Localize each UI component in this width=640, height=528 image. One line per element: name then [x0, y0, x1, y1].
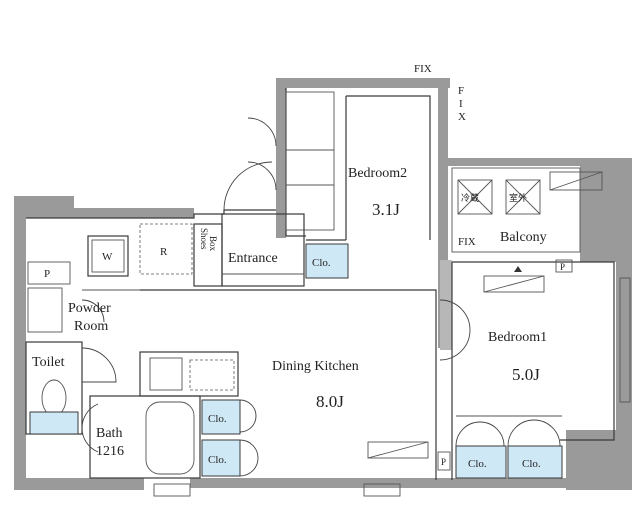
dining-kitchen-size: 8.0J: [316, 392, 344, 411]
toilet-sink: [29, 411, 79, 435]
pipe-label-bedroom1: P: [560, 262, 565, 272]
shoes-box-label-1: Shoes: [199, 228, 209, 250]
refrigerator-label: R: [160, 246, 168, 258]
closet-bedroom1-right: [507, 445, 563, 479]
closet-dining-2: [201, 439, 241, 477]
ac-unit-right-label: 室外: [509, 192, 527, 203]
closet-bedroom2: [305, 243, 349, 279]
washer-label: W: [102, 251, 113, 263]
dining-kitchen-name: Dining Kitchen: [272, 359, 359, 374]
closet-bedroom1-left: [455, 445, 507, 479]
bedroom1-name: Bedroom1: [488, 330, 547, 345]
shoes-box-label-2: Box: [208, 236, 218, 252]
wall-partition: [440, 260, 452, 350]
fix-label-v1: F: [458, 85, 464, 97]
pipe-label-bottom: P: [441, 457, 446, 467]
wall-bottom: [190, 478, 570, 488]
bedroom1-size: 5.0J: [512, 365, 540, 384]
wall-top-left: [74, 208, 194, 218]
bedroom2-size: 3.1J: [372, 200, 400, 219]
pipe-label-left: P: [44, 268, 50, 280]
closet-label-bedroom2: Clo.: [312, 257, 331, 269]
bath-label-1: Bath: [96, 426, 122, 441]
ac-unit-left-label: 冷蔵: [461, 192, 479, 203]
doors: [81, 117, 561, 477]
fix-label-v3: X: [458, 111, 466, 123]
closet-label-dining-2: Clo.: [208, 454, 227, 466]
closet-label-bedroom1-right: Clo.: [522, 458, 541, 470]
balcony-label: Balcony: [500, 230, 547, 245]
powder-room-label-1: Powder: [68, 301, 111, 316]
toilet-label: Toilet: [32, 355, 65, 370]
powder-room-label-2: Room: [74, 319, 108, 334]
wall-bottom-right: [566, 430, 632, 490]
entrance-label: Entrance: [228, 251, 278, 266]
wall-right-bedroom2: [438, 88, 448, 348]
wall-left-top: [14, 196, 74, 218]
fix-label-v2: I: [459, 98, 463, 110]
bedroom2-name: Bedroom2: [348, 166, 407, 181]
wall-left-bedroom2: [276, 78, 286, 238]
bath-label-2: 1216: [96, 444, 124, 459]
wall-balcony-top: [448, 158, 632, 166]
wall-bottom-left: [14, 478, 144, 490]
closet-label-bedroom1-left: Clo.: [468, 458, 487, 470]
wall-top-bedroom2: [276, 78, 450, 88]
wall-right-top: [580, 166, 632, 262]
closet-label-dining-1: Clo.: [208, 413, 227, 425]
wall-left: [14, 196, 26, 486]
fix-label-top: FIX: [414, 63, 432, 75]
interior-lines: [25, 88, 631, 497]
fix-label-balcony: FIX: [458, 236, 476, 248]
closet-dining-1: [201, 399, 241, 435]
